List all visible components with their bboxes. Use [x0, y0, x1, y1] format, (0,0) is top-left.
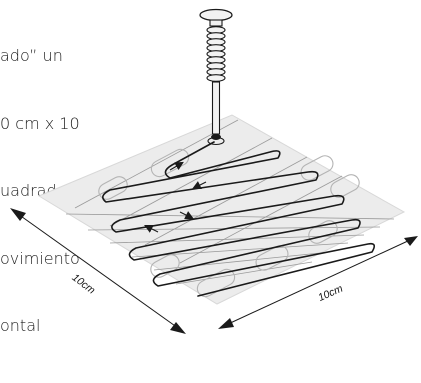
sampling-diagram: 10cm 10cm: [10, 8, 418, 334]
caption-line: ontal: [0, 316, 41, 335]
smear-swab-tool-icon: [199, 8, 233, 146]
caption-line: 0 cm x 10: [0, 113, 80, 133]
movement-direction-arrow-icon: [144, 161, 207, 233]
swab-zigzag-path: [102, 141, 376, 297]
caption-line: ovimiento: [0, 248, 80, 268]
right-dimension-label: 10cm: [316, 283, 345, 305]
left-dimension-label: 10cm: [70, 272, 98, 297]
sampling-square: [37, 114, 406, 305]
caption-line: ado” un: [0, 46, 63, 65]
diagram-page: ado” un 0 cm x 10 uadrado ovimiento onta…: [0, 8, 418, 335]
